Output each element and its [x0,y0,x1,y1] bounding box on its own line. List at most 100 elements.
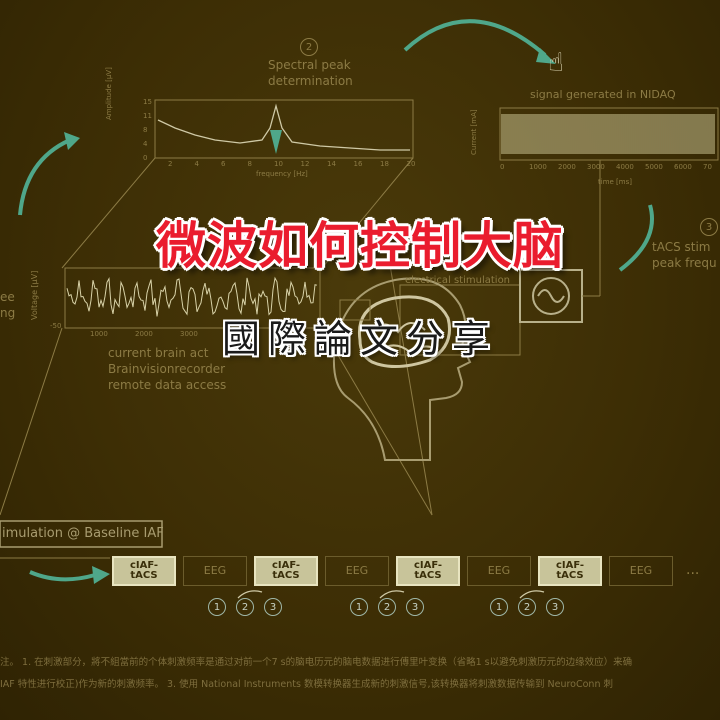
spectrum-ytick: 11 [143,112,152,120]
eeg-plot-frame [64,267,321,329]
block-label: EEG [629,564,653,577]
step-number-circle: 1 [350,598,368,616]
spectrum-ytick: 15 [143,98,152,106]
arrow-bottom-left [29,570,96,582]
ciaf-tacs-block: cIAF-tACS [112,556,176,586]
sequence-ellipsis: ... [686,562,700,578]
eeg-block: EEG [609,556,673,586]
brain-text-2: Brainvisionrecorder [108,362,226,376]
spectrum-peak-arrow [270,130,282,154]
eeg-xtick: 1000 [90,330,108,338]
nidaq-signal [501,114,715,154]
left-text-2: ng [0,306,16,320]
tacs-text-2: peak frequ [652,256,717,270]
nidaq-xtick: 2000 [558,163,576,171]
block-label: EEG [487,564,511,577]
block-label: cIAF- [271,560,301,571]
arrow-right-down [618,204,654,272]
block-label: tACS [130,570,158,581]
left-text-1: ee [0,290,15,304]
caption-line-2: IAF 特性进行校正)作为新的刺激频率。 3. 使用 National Inst… [0,679,613,690]
block-label: cIAF- [413,560,443,571]
block-label: tACS [272,570,300,581]
spectrum-plot-frame [154,99,414,159]
block-label: tACS [556,570,584,581]
block-label: EEG [203,564,227,577]
step3-circle: 3 [700,218,718,236]
head-silhouette [332,277,472,461]
spectrum-xtick: 8 [247,160,252,168]
caption-line-1: 注。 1. 在刺激部分，將不組當前的个体刺激频率是通过对前一个7 s的脑电历元的… [0,657,633,668]
step-number-circle: 2 [518,598,536,616]
step-number-circle: 2 [378,598,396,616]
block-label: cIAF- [129,560,159,571]
spectrum-xtick: 2 [168,160,173,168]
spectrum-xtick: 14 [327,160,336,168]
step2-circle: 2 [300,38,318,56]
spectrum-ytick: 0 [143,154,148,162]
nidaq-ylabel: Current [mA] [470,109,478,155]
step-number-circle: 1 [490,598,508,616]
spectrum-xtick: 16 [353,160,363,168]
eeg-signal [66,276,318,317]
nidaq-xtick: 1000 [529,163,547,171]
eeg-xtick: 3000 [180,330,198,338]
eeg-xtick: 2000 [135,330,153,338]
spectrum-xtick: 4 [194,160,199,168]
spectrum-xtick: 12 [300,160,310,168]
nidaq-xtick: 3000 [587,163,605,171]
eeg-xtick: 4000 [225,330,243,338]
arrowhead-bottom-left [92,566,110,584]
step2-label-1: Spectral peak [268,58,351,72]
eeg-block: EEG [467,556,531,586]
nidaq-xtick: 5000 [645,163,663,171]
electrical-stimulation-label: electrical stimulation [405,275,511,286]
spectrum-xlabel: frequency [Hz] [256,170,308,178]
eeg-block: EEG [325,556,389,586]
nidaq-plot-frame [499,107,719,161]
block-label: EEG [345,564,369,577]
hand-cursor-icon: ☝ [548,48,564,78]
nidaq-xtick: 6000 [674,163,692,171]
ciaf-tacs-block: cIAF-tACS [538,556,602,586]
stimulation-box-frame [0,520,163,548]
brain-text-1: current brain act [108,346,209,360]
brain-outline [357,295,451,368]
step-number-circle: 3 [406,598,424,616]
eeg-block: EEG [183,556,247,586]
spectrum-ytick: 4 [143,140,148,148]
step-number-circle: 2 [236,598,254,616]
eeg-xtick: 5000 [270,330,288,338]
title: 微波如何控制大脑 [156,217,564,275]
block-label: cIAF- [555,560,585,571]
arrow-top-right [403,19,547,57]
spectrum-xtick: 6 [221,160,226,168]
nidaq-xtick: 70 [703,163,712,171]
arrow-left [18,138,71,216]
subtitle: 國際論文分享 [221,317,498,361]
spectrum-ylabel: Amplitude [µV] [105,67,113,120]
nidaq-xlabel: time [ms] [598,178,632,186]
arrowhead-top-right [536,48,556,64]
spectrum-ytick: 8 [143,126,148,134]
eeg-ytick: -50 [50,322,62,330]
spectrum-xtick: 10 [274,160,283,168]
brain-text-3: remote data access [108,378,227,392]
stimulator-dial [532,277,570,315]
ciaf-tacs-block: cIAF-tACS [254,556,318,586]
spectrum-curve [157,103,410,151]
spectrum-xtick: 18 [380,160,389,168]
tacs-text-1: tACS stim [652,240,711,254]
step2-label-2: determination [268,74,353,88]
step-number-circle: 3 [546,598,564,616]
ciaf-tacs-block: cIAF-tACS [396,556,460,586]
nidaq-label: signal generated in NIDAQ [530,88,676,101]
caption: 注。 1. 在刺激部分，將不組當前的个体刺激频率是通过对前一个7 s的脑电历元的… [0,652,720,696]
stimulation-box-label: imulation @ Baseline IAF [2,526,164,541]
nidaq-xtick: 0 [500,163,505,171]
block-label: tACS [414,570,442,581]
nidaq-xtick: 4000 [616,163,634,171]
step-number-circle: 1 [208,598,226,616]
